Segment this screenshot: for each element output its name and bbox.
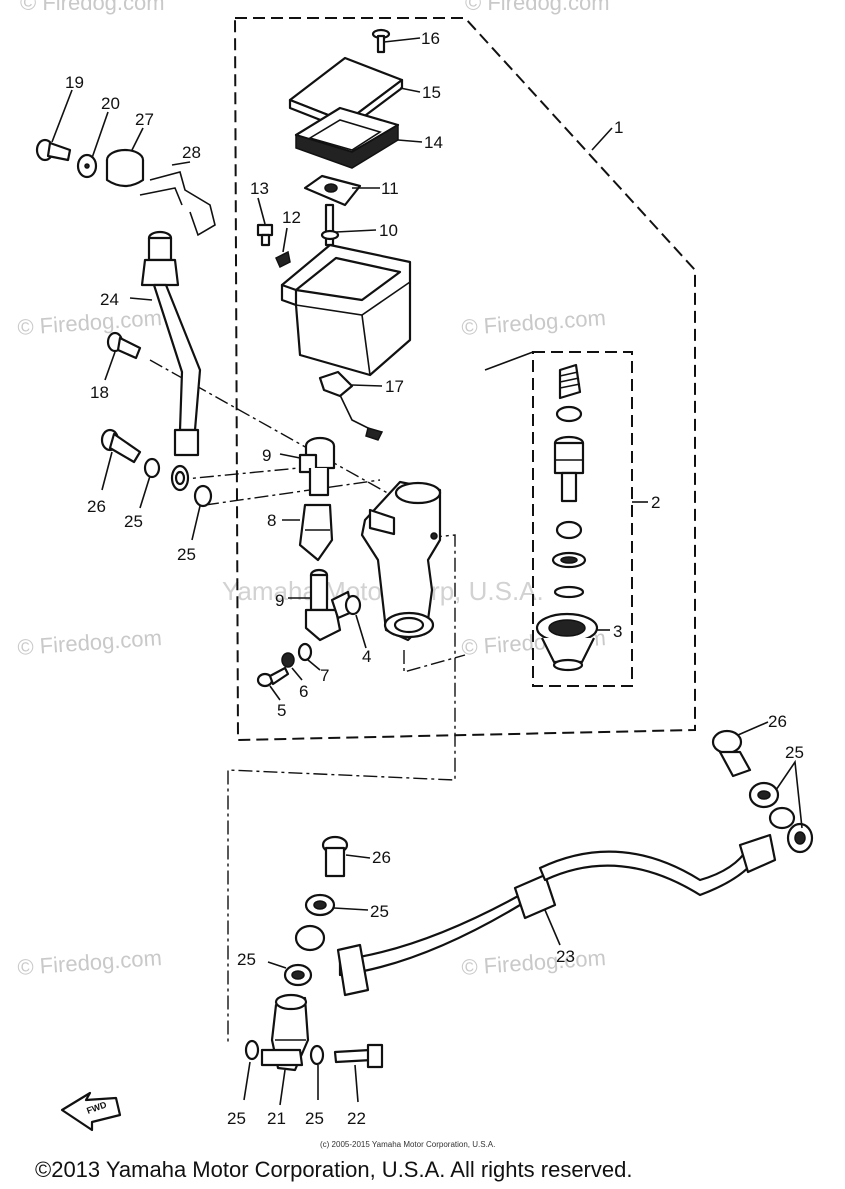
watermark-top-left: © Firedog.com: [20, 0, 165, 15]
callout-5: 5: [277, 701, 286, 720]
bolt-18: [104, 331, 142, 381]
piston-kit-2: [551, 363, 587, 599]
watermark-right-3: © Firedog.com: [461, 945, 607, 980]
watermark-left-3: © Firedog.com: [17, 945, 163, 980]
callout-labels: 1 2 3 4 5 6 7 8 9 9 10 11 12 13 14 15 16…: [65, 29, 804, 1128]
boot-3: [535, 612, 610, 672]
bolt-5: [256, 666, 290, 701]
washer-25-bottom-a: [243, 1039, 260, 1101]
callout-25-f: 25: [227, 1109, 246, 1128]
callout-6: 6: [299, 682, 308, 701]
washer-25-upper-a: [139, 457, 161, 509]
callout-13: 13: [250, 179, 269, 198]
watermark-top-right: © Firedog.com: [465, 0, 610, 15]
callout-25-c: 25: [785, 743, 804, 762]
callout-25-e: 25: [237, 950, 256, 969]
watermark-right-1: © Firedog.com: [461, 305, 607, 340]
rod-10: [320, 203, 377, 247]
callout-17: 17: [385, 377, 404, 396]
washer-25-upper-b: [191, 484, 213, 541]
callout-25-d: 25: [370, 902, 389, 921]
screw-16: [371, 28, 421, 54]
washer-25-right-b: [775, 759, 814, 854]
assembly-outline: [233, 17, 696, 742]
callout-24: 24: [100, 290, 119, 309]
callout-28: 28: [182, 143, 201, 162]
washer-25-mid: [304, 893, 369, 917]
washer-7: [297, 642, 321, 671]
reservoir-assembly: [256, 28, 423, 441]
callout-26-a: 26: [87, 497, 106, 516]
callout-10: 10: [379, 221, 398, 240]
callout-14: 14: [424, 133, 443, 152]
washer-20: [76, 111, 109, 179]
callout-3: 3: [613, 622, 622, 641]
callout-12: 12: [282, 208, 301, 227]
callout-25-a: 25: [124, 512, 143, 531]
callout-26-c: 26: [372, 848, 391, 867]
oring-4: [344, 594, 367, 649]
callout-9-upper: 9: [262, 446, 271, 465]
bolt-22: [333, 1043, 384, 1103]
callout-4: 4: [362, 647, 371, 666]
washer-25-bottom-b: [309, 1044, 325, 1100]
reservoir-body: [280, 243, 412, 377]
washer-25-lower-left: [267, 961, 313, 987]
callout-23: 23: [556, 947, 575, 966]
callout-25-g: 25: [305, 1109, 324, 1128]
washer-25-right-a: [748, 781, 780, 809]
callout-27: 27: [135, 110, 154, 129]
screw-13: [256, 197, 274, 247]
callout-9-lower: 9: [275, 591, 284, 610]
forward-arrow-icon: FWD: [60, 1091, 122, 1132]
hose-23: [294, 806, 796, 997]
callout-21: 21: [267, 1109, 286, 1128]
washer-6: [281, 652, 303, 681]
small-copyright: (c) 2005-2015 Yamaha Motor Corporation, …: [320, 1140, 495, 1149]
callout-8: 8: [267, 511, 276, 530]
bolt-26-right: [711, 721, 769, 778]
callout-16: 16: [421, 29, 440, 48]
callout-22: 22: [347, 1109, 366, 1128]
callout-15: 15: [422, 83, 441, 102]
master-cylinder-body: [360, 480, 442, 642]
callout-19: 19: [65, 73, 84, 92]
watermark-left-1: © Firedog.com: [17, 305, 163, 340]
callout-2: 2: [651, 493, 660, 512]
watermark-left-2: © Firedog.com: [17, 625, 163, 660]
callout-20: 20: [101, 94, 120, 113]
callout-7: 7: [320, 666, 329, 685]
float-plate-11: [303, 174, 380, 207]
callout-25-b: 25: [177, 545, 196, 564]
callout-26-b: 26: [768, 712, 787, 731]
callout-1: 1: [614, 118, 623, 137]
bracket-28: [139, 161, 216, 237]
cap-27: [105, 127, 145, 188]
fitting-8: [282, 503, 334, 562]
clip-17: [318, 370, 384, 441]
bolt-19: [35, 89, 73, 162]
callout-18: 18: [90, 383, 109, 402]
diaphragm-14: [294, 106, 423, 169]
footer-copyright: ©2013 Yamaha Motor Corporation, U.S.A. A…: [35, 1157, 632, 1182]
fitting-9-upper: [279, 436, 336, 497]
union-21: [260, 993, 310, 1106]
washer-12: [275, 227, 291, 269]
bolt-26-mid: [321, 835, 371, 878]
hose-24: [129, 230, 202, 492]
callout-11: 11: [381, 179, 399, 198]
bolt-26-upper: [100, 428, 142, 491]
